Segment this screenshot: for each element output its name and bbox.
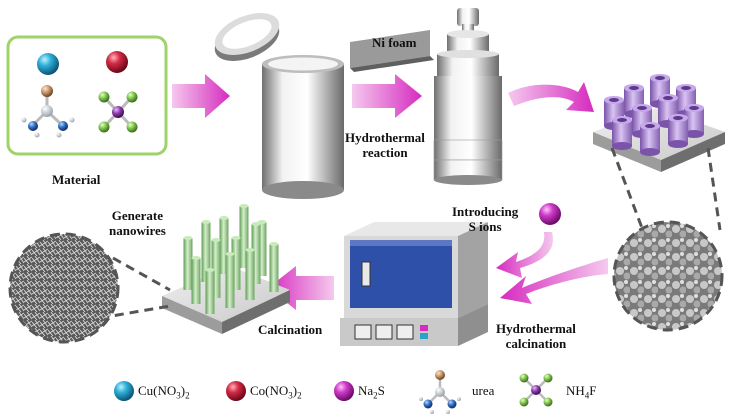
label-hydrothermal: Hydrothermal <box>345 130 425 145</box>
arrow-5-icon <box>496 232 553 278</box>
legend-na2s-icon <box>334 381 354 401</box>
label-hydrothermal-calcination: Hydrothermal calcination <box>496 321 576 351</box>
label-introducing: Introducing <box>452 204 519 219</box>
label-hydrothermal-reaction: Hydrothermal reaction <box>345 130 425 160</box>
urea-molecule-icon <box>21 85 75 138</box>
label-material: Material <box>52 172 101 187</box>
legend-co-label: Co(NO3)2 <box>250 383 302 401</box>
legend-urea-label: urea <box>472 383 495 398</box>
arrow-2-icon <box>352 74 422 118</box>
legend-na2s-label: Na2S <box>358 383 385 401</box>
nanowire <box>231 236 241 290</box>
nanotube <box>640 122 660 156</box>
material-frame <box>6 35 168 156</box>
label-reaction: reaction <box>362 145 408 160</box>
autoclave-icon <box>433 8 503 185</box>
legend-nh4f-icon <box>519 373 553 407</box>
arrow-4-icon <box>500 258 608 304</box>
label-ni-foam: Ni foam <box>372 35 417 50</box>
nanowire <box>251 222 261 284</box>
nanotube-array-icon <box>593 74 725 172</box>
cu-sphere-icon <box>37 53 59 75</box>
nanowire <box>239 204 249 268</box>
muffle-furnace-icon <box>340 222 488 346</box>
legend-co-icon <box>226 381 246 401</box>
arrow-1-icon <box>172 74 230 118</box>
label-s-ions: S ions <box>468 219 502 234</box>
legend-nh4f-label: NH4F <box>566 383 597 401</box>
arrow-3-icon <box>508 82 594 112</box>
sem-image-left <box>8 232 120 344</box>
co-sphere-icon <box>106 51 128 73</box>
label-generate-nanowires: Generate nanowires <box>109 208 166 238</box>
nanotube <box>668 114 688 148</box>
sem-image-right <box>612 220 724 332</box>
nanowire <box>219 216 229 274</box>
legend-urea-icon <box>419 370 461 414</box>
legend-cu-icon <box>114 381 134 401</box>
sulfur-sphere-icon <box>539 203 561 225</box>
liner-cylinder-icon <box>262 55 344 199</box>
label-calcination: Calcination <box>258 322 323 337</box>
nanotube <box>684 104 704 138</box>
nanowire <box>245 248 255 300</box>
nanowire <box>211 238 221 298</box>
label-nanowires: nanowires <box>109 223 166 238</box>
ni-foam-plate-icon <box>350 30 434 72</box>
nh4f-molecule-icon <box>98 91 138 133</box>
nanowire <box>205 268 215 314</box>
nanowire <box>191 256 201 304</box>
nanotube <box>612 116 632 150</box>
nanowire <box>183 236 193 290</box>
legend <box>114 370 553 414</box>
lid-ring-icon <box>214 13 280 61</box>
nanowire <box>269 242 279 292</box>
label-introducing-s-ions: Introducing S ions <box>452 204 518 234</box>
label-hydrothermal-2: Hydrothermal <box>496 321 576 336</box>
nanowire <box>225 252 235 308</box>
nanowire <box>201 220 211 282</box>
legend-cu-label: Cu(NO3)2 <box>138 383 190 401</box>
label-generate: Generate <box>111 208 164 223</box>
label-calcination-2: calcination <box>505 336 567 351</box>
nanowire-array-icon <box>162 204 290 334</box>
